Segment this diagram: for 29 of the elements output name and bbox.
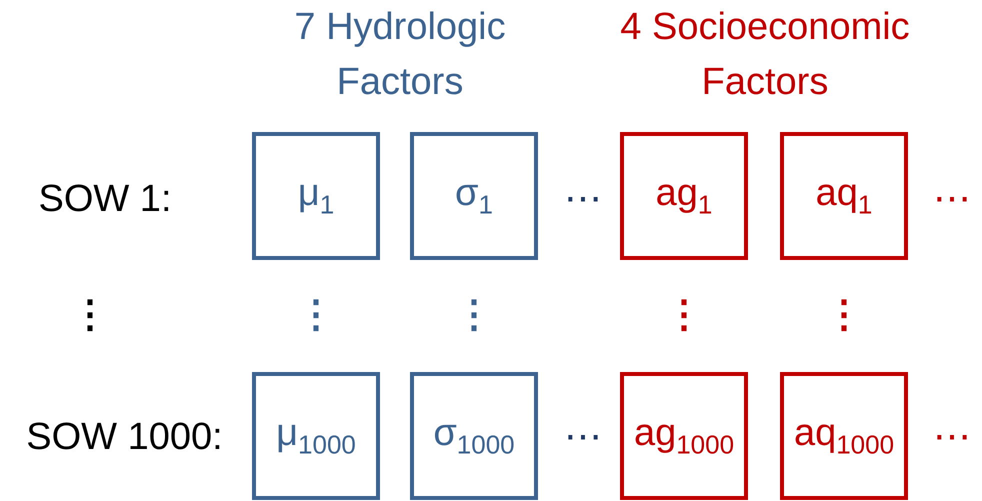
vertical-ellipsis: ⋮ [70,293,110,338]
ellipsis: ⋯ [563,177,603,222]
factor-symbol: σ$_{1}$ [455,172,493,220]
ellipsis: ⋯ [563,415,603,460]
ellipsis: ⋯ [932,177,972,222]
factor-symbol: aq$_{1000}$ [794,412,894,460]
vertical-ellipsis: ⋮ [664,293,704,338]
vertical-ellipsis: ⋮ [296,293,336,338]
factor-symbol: μ$_{1}$ [298,172,334,220]
ellipsis: ⋯ [932,415,972,460]
column-heading: 4 Socioeconomic Factors [619,5,911,106]
factor-symbol: μ$_{1000}$ [276,412,356,460]
column-heading: 7 Hydrologic Factors [293,5,507,106]
factor-symbol: ag$_{1000}$ [634,412,734,460]
factor-box [780,132,908,260]
factor-symbol: ag$_{1}$ [656,172,712,220]
factor-box [410,132,538,260]
row-label: SOW 1: [37,177,173,222]
factor-box [252,132,380,260]
factor-symbol: σ$_{1000}$ [433,412,515,460]
factor-box [252,372,380,500]
factor-symbol: aq$_{1}$ [816,172,872,220]
factor-box [620,132,748,260]
vertical-ellipsis: ⋮ [824,293,864,338]
row-label: SOW 1000: [25,415,224,460]
vertical-ellipsis: ⋮ [454,293,494,338]
factor-box [620,372,748,500]
factor-box [780,372,908,500]
factor-box [410,372,538,500]
